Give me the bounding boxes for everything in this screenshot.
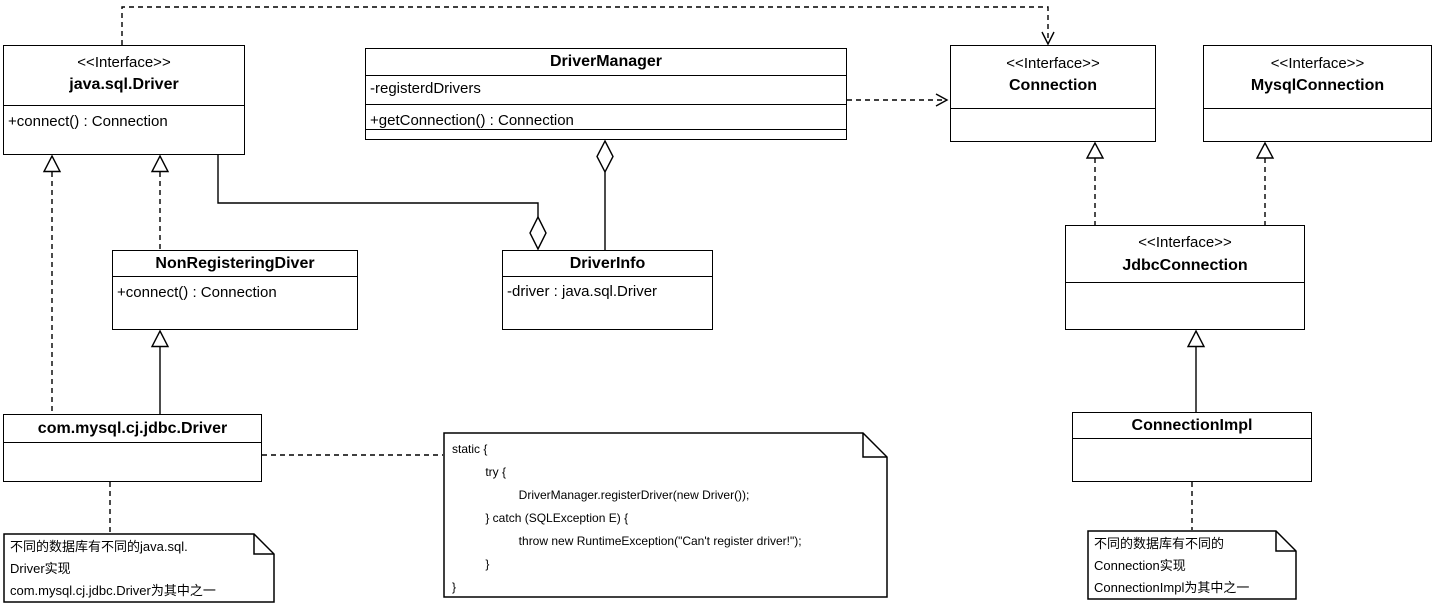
class-mysql-connection: <<Interface>> MysqlConnection [1203,45,1432,142]
edge-connectionimpl-extends-jdbcconnection [1186,329,1206,412]
hollow-triangle-up-icon [1186,329,1206,348]
class-com-mysql-cj-jdbc-driver: com.mysql.cj.jdbc.Driver [3,414,262,482]
code-line: try { [452,465,507,479]
code-line: DriverManager.registerDriver(new Driver(… [452,488,750,502]
class-name: java.sql.Driver [69,76,179,93]
edge-drivermanager-aggregates-driverinfo [596,139,614,250]
hollow-diamond-icon [529,215,547,251]
code-line: } [452,580,457,594]
note-line: ConnectionImpl为其中之一 [1094,580,1250,595]
note-static-register-block: static { try { DriverManager.registerDri… [443,432,888,598]
edge-driver-to-connection-dependency [121,6,1055,46]
note-driver-implementations: 不同的数据库有不同的java.sql. Driver实现 com.mysql.c… [3,533,275,603]
method-connect: +connect() : Connection [117,284,277,301]
edge-drivermanager-to-connection-dependency [847,93,949,107]
edge-jdbcconnection-implements-connection [1085,141,1105,225]
note-connection-implementations: 不同的数据库有不同的 Connection实现 ConnectionImpl为其… [1087,530,1297,600]
hollow-triangle-up-icon [1255,141,1275,159]
class-name: Connection [1009,77,1097,94]
class-non-registering-diver: NonRegisteringDiver +connect() : Connect… [112,250,358,330]
note-line: 不同的数据库有不同的java.sql. [10,539,188,554]
class-jdbc-connection: <<Interface>> JdbcConnection [1065,225,1305,330]
open-arrowhead-right-icon [935,93,949,107]
class-connection-impl: ConnectionImpl [1072,412,1312,482]
note-line: Driver实现 [10,561,71,576]
open-arrowhead-down-icon [1041,31,1055,46]
class-java-sql-driver: <<Interface>> java.sql.Driver +connect()… [3,45,245,155]
note-line: Connection实现 [1094,558,1186,573]
note-line: 不同的数据库有不同的 [1094,536,1225,551]
edge-commysqldriver-extends-nonregisteringdiver [150,329,170,414]
code-line: } [452,557,490,571]
note-shape-icon [1087,530,1297,600]
class-name: ConnectionImpl [1131,417,1253,434]
edge-nonregisteringdiver-implements-javasqldriver [150,154,170,250]
class-driver-manager: DriverManager -registerdDrivers +getConn… [365,48,847,140]
class-connection: <<Interface>> Connection [950,45,1156,142]
class-name: NonRegisteringDiver [155,255,315,272]
code-line: static { [452,442,488,456]
method-getconnection: +getConnection() : Connection [370,112,574,129]
hollow-triangle-up-icon [150,329,170,348]
class-driver-info: DriverInfo -driver : java.sql.Driver [502,250,713,330]
note-line: com.mysql.cj.jdbc.Driver为其中之一 [10,583,216,598]
stereotype-label: <<Interface>> [1270,55,1365,72]
class-name: DriverManager [549,53,663,70]
code-line: throw new RuntimeException("Can't regist… [452,534,802,548]
class-name: MysqlConnection [1250,77,1385,94]
edge-jdbcconnection-implements-mysqlconnection [1255,141,1275,225]
hollow-triangle-up-icon [1085,141,1105,159]
note-shape-icon [443,432,888,598]
hollow-triangle-up-icon [42,154,62,173]
note-shape-icon [3,533,275,603]
attribute-driver: -driver : java.sql.Driver [507,283,658,300]
edge-commysqldriver-implements-javasqldriver [42,154,62,414]
stereotype-label: <<Interface>> [77,54,171,71]
method-connect: +connect() : Connection [8,113,168,130]
stereotype-label: <<Interface>> [1138,234,1232,251]
class-name: com.mysql.cj.jdbc.Driver [37,420,228,437]
hollow-triangle-up-icon [150,154,170,173]
code-line: } catch (SQLException E) { [452,511,629,525]
class-name: DriverInfo [569,255,646,272]
hollow-diamond-icon [596,139,614,174]
stereotype-label: <<Interface>> [1006,55,1100,72]
class-name: JdbcConnection [1122,257,1248,274]
edge-driverinfo-aggregates-javasqldriver [217,155,547,251]
attribute-registerddrivers: -registerdDrivers [370,80,481,97]
